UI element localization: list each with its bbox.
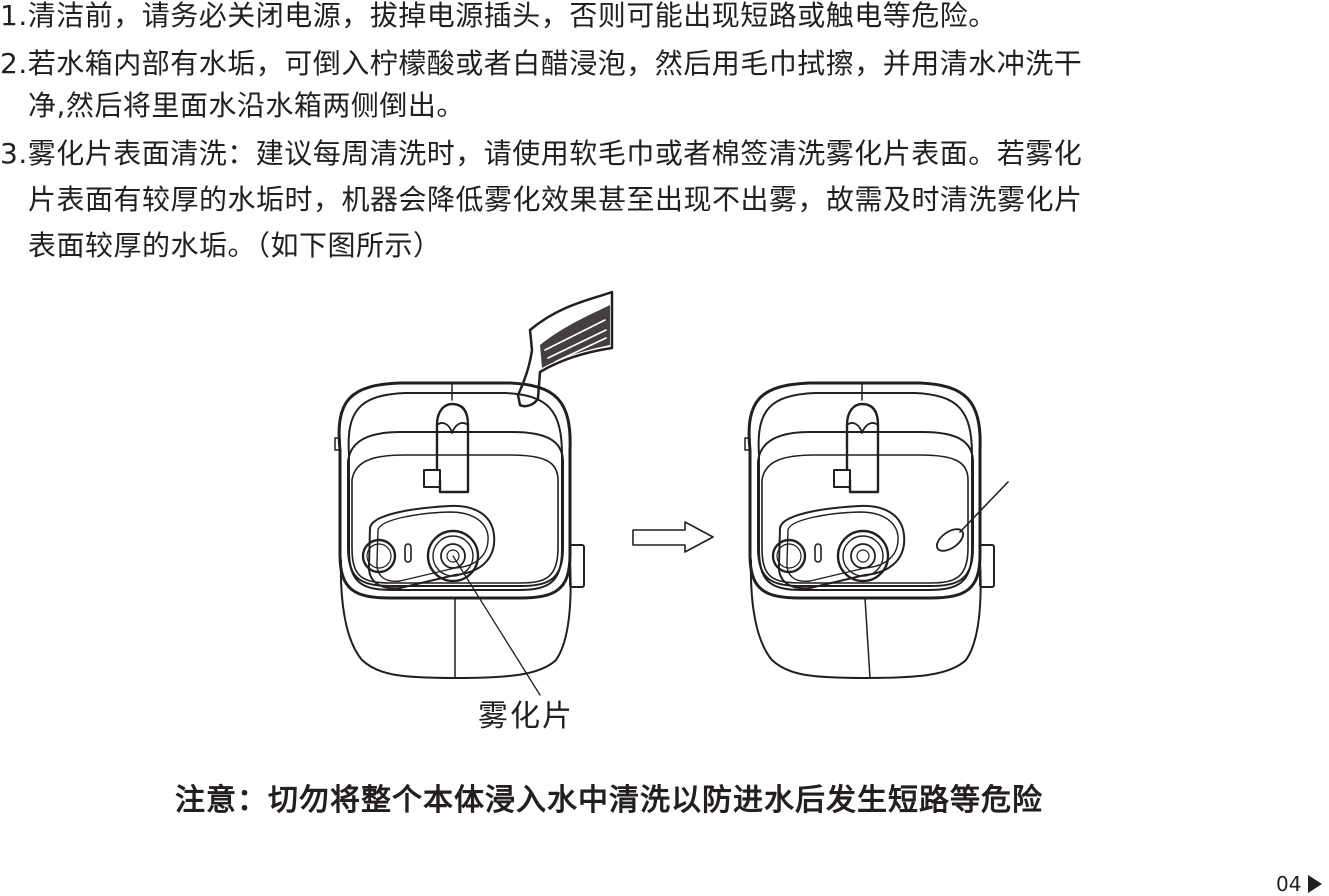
cotton-swab-illustration <box>935 481 1009 552</box>
warning-notice: 注意：切勿将整个本体浸入水中清洗以防进水后发生短路等危险 <box>175 783 1043 818</box>
instruction-item-2-continued: 净,然后将里面水沿水箱两侧倒出。 <box>28 86 465 126</box>
instruction-item-3: 3.雾化片表面清洗：建议每周清洗时，请使用软毛巾或者棉签清洗雾化片表面。若雾化 <box>0 134 1082 174</box>
page-number: 04 <box>1276 872 1302 896</box>
vinegar-bottle-illustration <box>516 290 614 408</box>
humidifier-right <box>744 381 995 679</box>
item-text: 雾化片表面清洗：建议每周清洗时，请使用软毛巾或者棉签清洗雾化片表面。若雾化 <box>27 137 1083 170</box>
item-number: 3. <box>0 137 28 170</box>
next-page-arrow-icon[interactable] <box>1308 875 1322 893</box>
item-text: 净,然后将里面水沿水箱两侧倒出。 <box>28 89 465 122</box>
humidifier-left <box>334 381 585 696</box>
item-text: 若水箱内部有水垢，可倒入柠檬酸或者白醋浸泡，然后用毛巾拭擦，并用清水冲洗干 <box>27 47 1083 80</box>
instruction-item-3-continued: 表面较厚的水垢。（如下图所示） <box>28 226 442 266</box>
item-text: 清洁前，请务必关闭电源，拔掉电源插头，否则可能出现短路或触电等危险。 <box>27 0 997 32</box>
item-text: 片表面有较厚的水垢时，机器会降低雾化效果甚至出现不出雾，故需及时清洗雾化片 <box>28 183 1083 216</box>
instruction-item-1: 1.清洁前，请务必关闭电源，拔掉电源插头，否则可能出现短路或触电等危险。 <box>0 0 997 36</box>
item-number: 1. <box>0 0 28 32</box>
item-number: 2. <box>0 47 28 80</box>
instruction-item-3-continued: 片表面有较厚的水垢时，机器会降低雾化效果甚至出现不出雾，故需及时清洗雾化片 <box>28 180 1083 220</box>
item-text: 表面较厚的水垢。（如下图所示） <box>28 229 442 262</box>
instruction-item-2: 2.若水箱内部有水垢，可倒入柠檬酸或者白醋浸泡，然后用毛巾拭擦，并用清水冲洗干 <box>0 44 1082 84</box>
figure-caption: 雾化片 <box>478 699 574 734</box>
arrow-icon <box>632 521 714 553</box>
